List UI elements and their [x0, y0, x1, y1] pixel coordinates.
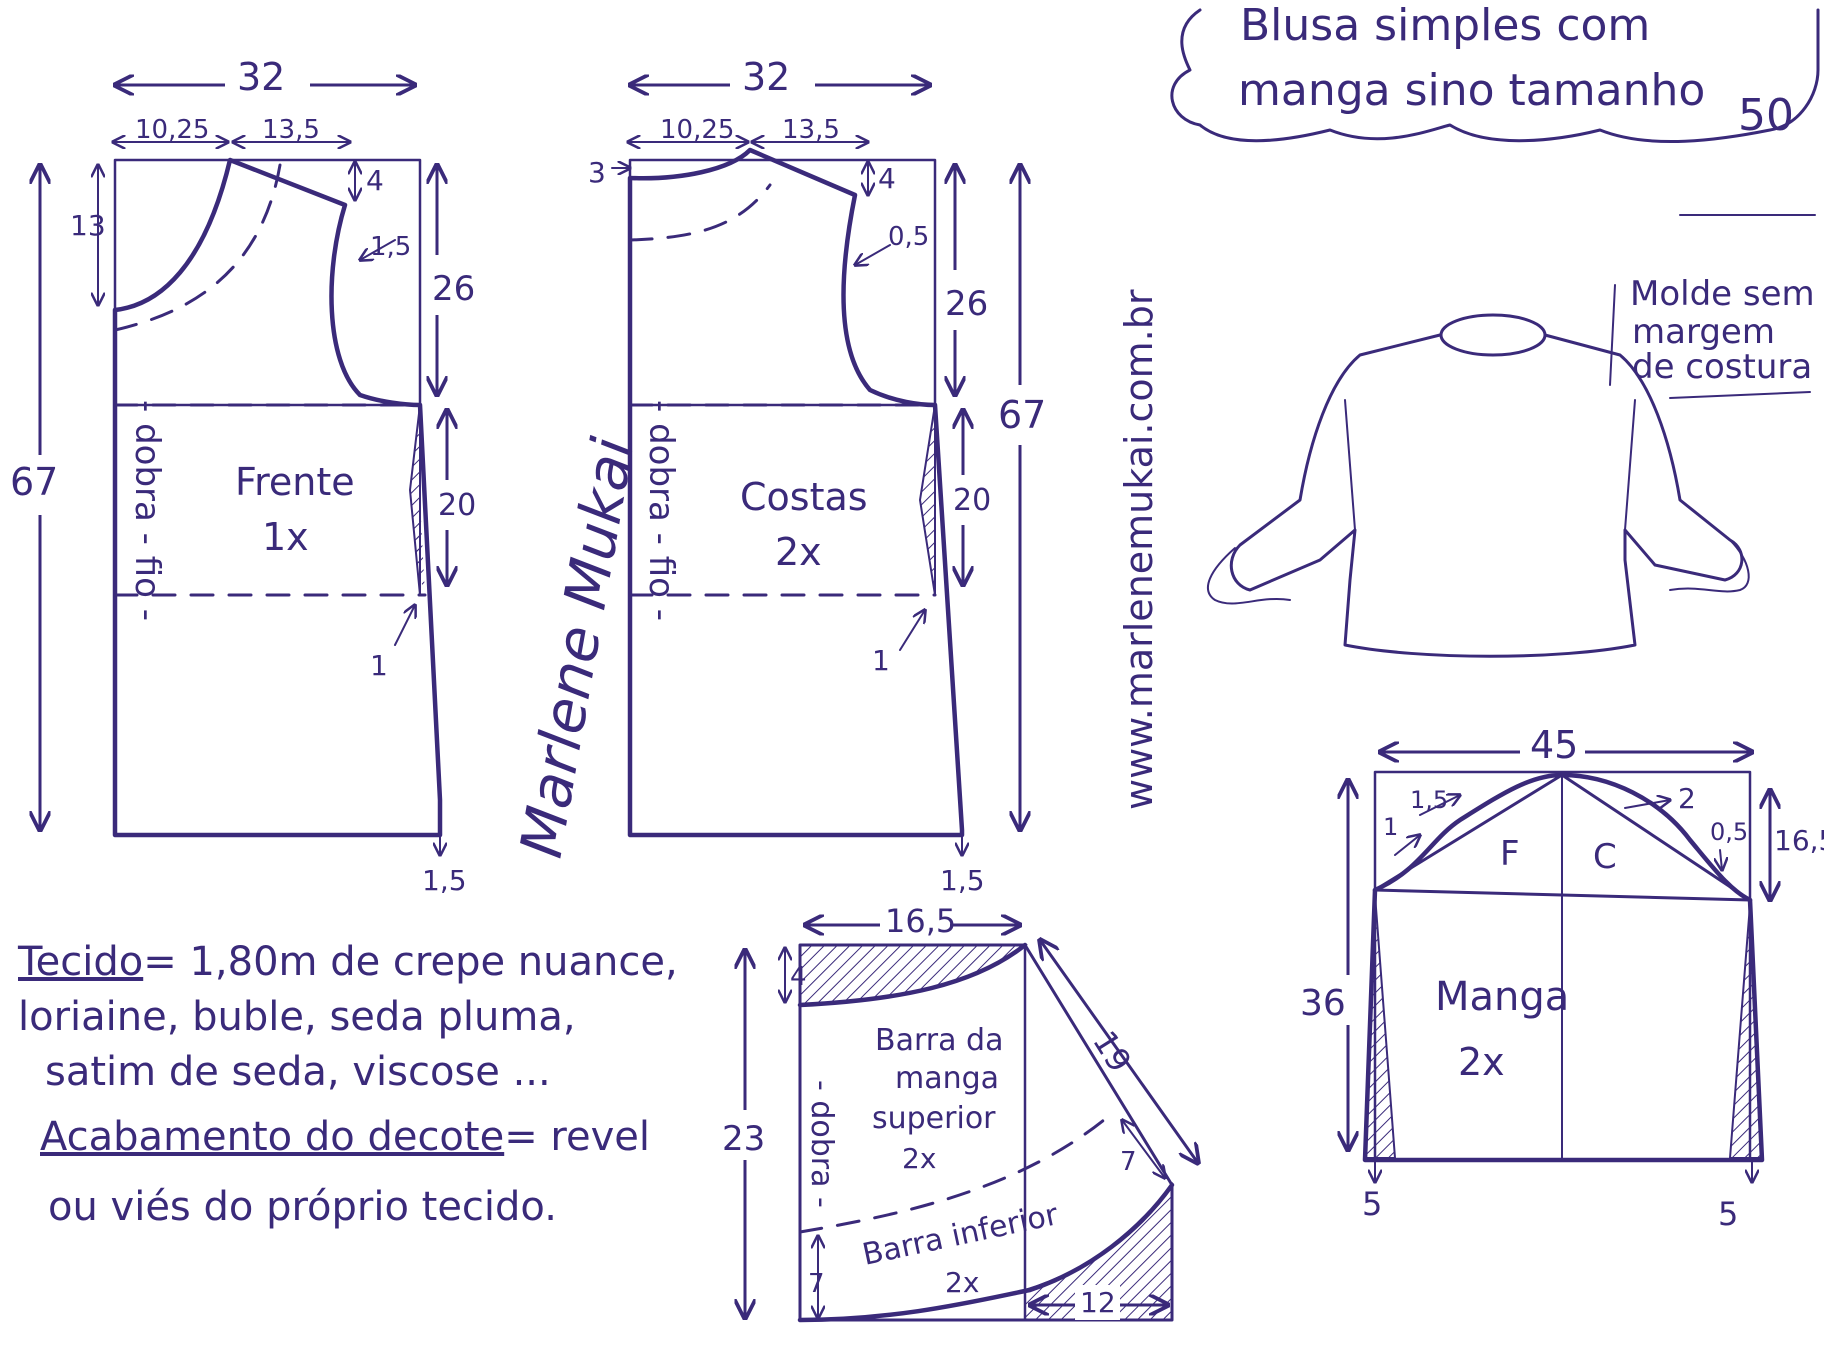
sleeve-length-label: 36 [1300, 983, 1346, 1024]
front-fold-label: - dobra - fio - [127, 400, 167, 621]
back-qty: 2x [775, 530, 822, 574]
front-waist-zone: 20 [438, 488, 476, 523]
back-shoulder-drop: 4 [878, 162, 896, 195]
ruffle-lower-height: 7 [808, 1269, 825, 1299]
ruffle-upper-line-3: superior [872, 1101, 996, 1136]
ruffle-width-label: 16,5 [885, 902, 956, 940]
back-width-label: 32 [742, 55, 790, 99]
note-line-2: margem [1632, 312, 1775, 352]
finish-label: Acabamento do decote [40, 1114, 504, 1160]
sleeve-qty: 2x [1458, 1040, 1505, 1084]
blouse-sketch [1206, 313, 1750, 658]
sleeve-name: Manga [1435, 974, 1569, 1020]
ruffle-upper-qty: 2x [902, 1142, 936, 1175]
ruffle-upper-line-2: manga [895, 1061, 999, 1096]
front-shoulder-width: 13,5 [262, 115, 320, 145]
front-qty: 1x [262, 515, 309, 559]
back-fold-label: - dobra - fio - [641, 400, 681, 621]
sleeve-front-letter: F [1500, 834, 1520, 874]
finish-text-1: = revel [504, 1114, 650, 1160]
finish-line-2: ou viés do próprio tecido. [48, 1184, 557, 1230]
sleeve-cap-height: 16,5 [1774, 824, 1824, 857]
ruffle-piece: - dobra - Barra da manga superior 2x Bar… [720, 900, 1198, 1323]
front-armhole-curve: 1,5 [370, 232, 411, 262]
sleeve-cap-back-b: 0,5 [1710, 818, 1748, 846]
title-line-1: Blusa simples com [1240, 0, 1650, 51]
front-waist-in: 1 [370, 649, 388, 682]
back-waist-in: 1 [872, 644, 890, 677]
back-waist-zone: 20 [953, 483, 991, 518]
sleeve-taper-right: 5 [1718, 1195, 1738, 1233]
sleeve-back-letter: C [1593, 837, 1617, 877]
title-size: 50 [1738, 90, 1794, 141]
back-hem-out: 1,5 [940, 864, 985, 897]
no-seam-allowance-note: Molde sem margem de costura [1609, 214, 1816, 399]
title-cloud: Blusa simples com manga sino tamanho 50 [1170, 0, 1820, 144]
front-piece: - dobra - fio - Frente 1x 32 10,25 13,5 … [10, 55, 476, 897]
front-width-label: 32 [237, 55, 285, 99]
finish-line-1: Acabamento do decote= revel [40, 1114, 650, 1160]
sleeve-cap-front-a: 1,5 [1410, 786, 1448, 814]
signature: Marlene Mukai [507, 433, 648, 863]
front-shoulder-drop: 4 [366, 164, 384, 197]
title-line-2: manga sino tamanho [1238, 65, 1705, 116]
website-url: www.marlenemukai.com.br [1117, 289, 1161, 810]
note-line-1: Molde sem [1630, 274, 1815, 314]
sleeve-width-label: 45 [1530, 723, 1578, 767]
ruffle-top-offset: 4 [790, 962, 807, 992]
ruffle-upper-line-1: Barra da [875, 1023, 1003, 1058]
sleeve-cap-front-b: 1 [1383, 813, 1398, 841]
ruffle-fold-label: - dobra - [804, 1080, 839, 1208]
fabric-line-3: satim de seda, viscose ... [45, 1049, 551, 1095]
ruffle-height-label: 23 [722, 1119, 765, 1159]
front-neck-depth: 13 [70, 209, 106, 242]
back-length-label: 67 [998, 393, 1046, 437]
back-neck-depth: 3 [588, 156, 606, 189]
sleeve-cap-back-a: 2 [1678, 782, 1696, 815]
front-name: Frente [235, 460, 355, 504]
back-shoulder-width: 13,5 [782, 115, 840, 145]
fabric-note: Tecido= 1,80m de crepe nuance, loriaine,… [17, 939, 678, 1230]
back-neck-width: 10,25 [660, 115, 734, 145]
fabric-text-1: = 1,80m de crepe nuance, [143, 939, 677, 985]
front-armhole-depth: 26 [432, 269, 475, 309]
sleeve-piece: F C Manga 2x 45 1,5 1 2 0,5 16,5 36 5 5 [1300, 723, 1824, 1233]
ruffle-lower-qty: 2x [945, 1266, 979, 1299]
front-neck-width: 10,25 [135, 115, 209, 145]
ruffle-bottom-offset: 12 [1080, 1286, 1116, 1319]
sleeve-taper-left: 5 [1362, 1185, 1382, 1223]
fabric-line-1: Tecido= 1,80m de crepe nuance, [17, 939, 678, 985]
back-name: Costas [740, 475, 868, 519]
fabric-line-2: loriaine, buble, seda pluma, [18, 994, 576, 1040]
front-hem-out: 1,5 [422, 864, 467, 897]
fabric-label: Tecido [17, 939, 143, 985]
ruffle-step-label: 7 [1120, 1147, 1137, 1177]
note-line-3: de costura [1632, 347, 1812, 387]
ruffle-lower-name: Barra inferior [859, 1197, 1061, 1273]
front-length-label: 67 [10, 460, 58, 504]
back-piece: - dobra - fio - Costas 2x 32 10,25 13,5 … [588, 55, 1055, 897]
back-armhole-depth: 26 [945, 284, 988, 324]
back-armhole-curve: 0,5 [888, 222, 929, 252]
